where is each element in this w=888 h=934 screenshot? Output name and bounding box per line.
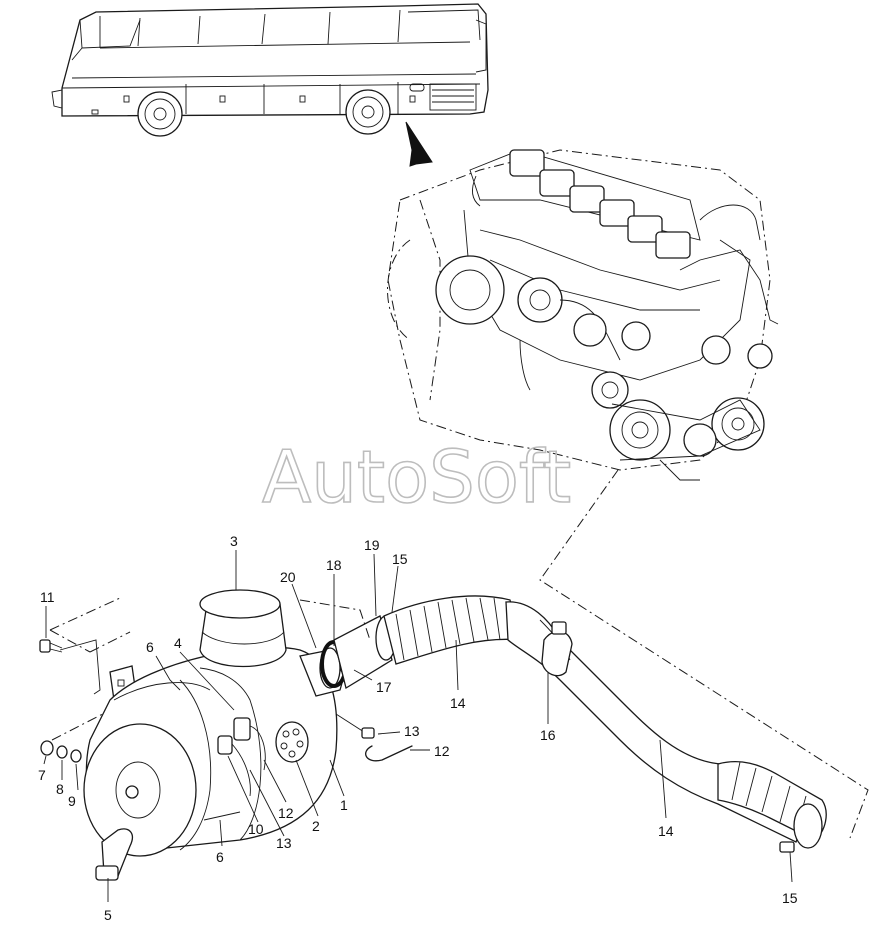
callout-14-bottom: 14 xyxy=(658,823,674,839)
watermark-text: AutoSoft xyxy=(262,435,571,519)
leader-lines xyxy=(43,550,793,902)
callout-13-left: 13 xyxy=(276,835,292,851)
connection-line xyxy=(539,469,869,839)
callout-labels: 3 11 6 4 20 18 19 15 17 14 16 13 12 14 1… xyxy=(38,533,798,923)
callout-16: 16 xyxy=(540,727,556,743)
callout-11: 10 xyxy=(248,821,264,837)
callout-15-top: 15 xyxy=(392,551,408,567)
callout-13-right: 13 xyxy=(404,723,420,739)
air-filter-assembly xyxy=(39,589,413,881)
callout-9: 8 xyxy=(56,781,64,797)
bus-illustration xyxy=(51,3,489,137)
callout-15-bottom: 15 xyxy=(782,890,798,906)
callout-3: 3 xyxy=(230,533,238,549)
bolt-7 xyxy=(39,639,63,653)
callout-6-bottom: 6 xyxy=(216,849,224,865)
callout-17: 17 xyxy=(376,679,392,695)
callout-2: 2 xyxy=(312,818,320,834)
callout-12-left: 12 xyxy=(278,805,294,821)
callout-20: 20 xyxy=(280,569,296,585)
callout-6-top: 6 xyxy=(146,639,154,655)
callout-7: 11 xyxy=(40,589,55,605)
callout-5: 5 xyxy=(104,907,112,923)
callout-18: 18 xyxy=(326,557,342,573)
engine-phantom xyxy=(387,149,779,481)
callout-4: 4 xyxy=(174,635,182,651)
callout-10: 9 xyxy=(68,793,76,809)
callout-19: 19 xyxy=(364,537,380,553)
location-arrow-icon xyxy=(405,121,433,167)
callout-1: 1 xyxy=(340,797,348,813)
callout-12-right: 12 xyxy=(434,743,450,759)
intake-pipe xyxy=(383,595,827,853)
callout-8: 7 xyxy=(38,767,46,783)
callout-14-top: 14 xyxy=(450,695,466,711)
